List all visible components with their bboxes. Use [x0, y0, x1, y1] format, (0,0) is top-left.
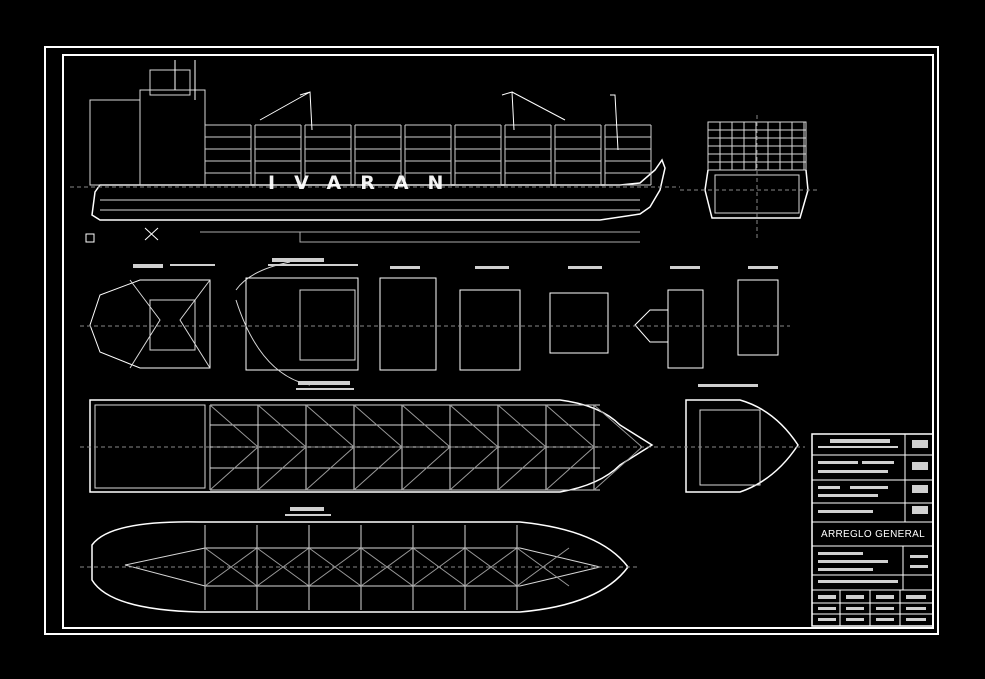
drawing-line	[497, 404, 547, 448]
drawing-line	[593, 404, 643, 448]
deck-plan-labels	[133, 258, 778, 516]
drawing-line	[353, 446, 403, 491]
deck-plans-row	[80, 261, 790, 386]
drawing-line	[305, 446, 355, 491]
drawing-line	[360, 547, 414, 587]
drawing-line	[401, 404, 451, 448]
profile-view	[70, 60, 680, 243]
drawing-line	[464, 547, 518, 587]
drawing-line	[257, 446, 307, 491]
drawing-line	[353, 404, 403, 448]
drawing-line	[449, 446, 499, 491]
drawing-line	[209, 446, 259, 491]
drawing-line	[497, 446, 547, 491]
title-block	[811, 433, 934, 627]
inner-frame	[62, 54, 934, 629]
bottom-plan	[80, 521, 640, 613]
drawing-title: ARREGLO GENERAL	[821, 529, 925, 540]
hull-name-text: IVARAN	[268, 172, 462, 194]
drawing-line	[257, 404, 307, 448]
drawing-line	[305, 404, 355, 448]
drawing-line	[209, 404, 259, 448]
section-view	[680, 115, 820, 240]
drawing-line	[545, 446, 595, 491]
drawing-line	[593, 446, 643, 491]
drawing-line	[449, 404, 499, 448]
main-deck-plan	[80, 399, 665, 493]
drawing-line	[401, 446, 451, 491]
title-block-fill	[818, 439, 928, 621]
drawing-line	[545, 404, 595, 448]
outer-frame	[44, 46, 939, 635]
bow-detail	[670, 399, 805, 493]
